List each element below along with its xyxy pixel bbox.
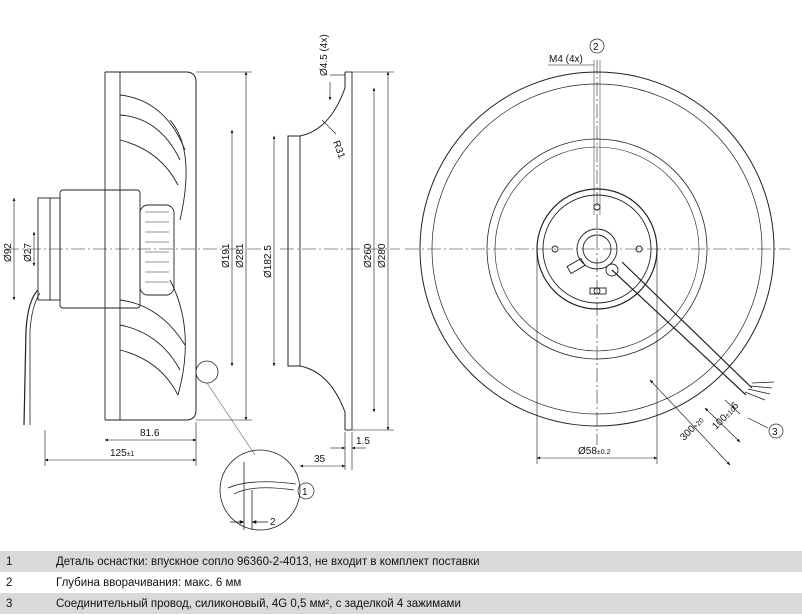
legend-number: 1	[6, 555, 13, 568]
dim-d191: Ø191	[221, 243, 232, 268]
legend-text: Соединительный провод, силиконовый, 4G 0…	[56, 597, 461, 610]
front-view	[405, 38, 790, 445]
front-view-dimensions	[536, 64, 769, 466]
legend-number: 2	[6, 576, 13, 589]
dim-2: 2	[270, 517, 276, 528]
dim-m4: M4 (4x)	[549, 54, 583, 65]
fan-technical-drawing: Ø92 Ø27 Ø191 Ø281 81.6 125±1 2 1	[3, 34, 790, 531]
legend-number: 3	[6, 597, 13, 610]
legend-text: Деталь оснастки: впускное сопло 96360-2-…	[56, 555, 480, 568]
dim-d4-5: Ø4.5 (4x)	[319, 34, 330, 76]
callout-1: 1	[302, 487, 308, 498]
dim-125: 125±1	[110, 448, 135, 459]
nozzle-dimensions	[272, 71, 394, 470]
legend-row: 3 Соединительный провод, силиконовый, 4G…	[0, 593, 802, 614]
nozzle-profile	[280, 71, 400, 431]
dim-r31: R31	[330, 139, 347, 160]
legend-row: 1 Деталь оснастки: впускное сопло 96360-…	[0, 551, 802, 572]
dim-d58: Ø58±0.2	[578, 446, 611, 457]
dim-d92: Ø92	[3, 243, 14, 262]
dim-d182-5: Ø182.5	[263, 245, 274, 278]
legend-table: 1 Деталь оснастки: впускное сопло 96360-…	[0, 551, 802, 615]
legend-row: 2 Глубина вворачивания: макс. 6 мм	[0, 572, 802, 593]
dim-300: 300+20	[678, 415, 706, 443]
callout-3: 3	[772, 427, 778, 438]
dim-d280: Ø280	[377, 243, 388, 268]
detail-view-1	[206, 382, 315, 531]
dim-d260: Ø260	[363, 243, 374, 268]
side-view-dimensions	[12, 71, 252, 466]
legend-text: Глубина вворачивания: макс. 6 мм	[56, 576, 242, 589]
dim-d27: Ø27	[23, 243, 34, 262]
callout-2: 2	[593, 42, 599, 53]
dim-35: 35	[314, 454, 326, 465]
dim-d281: Ø281	[235, 243, 246, 268]
dim-81-6: 81.6	[140, 428, 160, 439]
dim-1-5: 1.5	[356, 436, 370, 447]
